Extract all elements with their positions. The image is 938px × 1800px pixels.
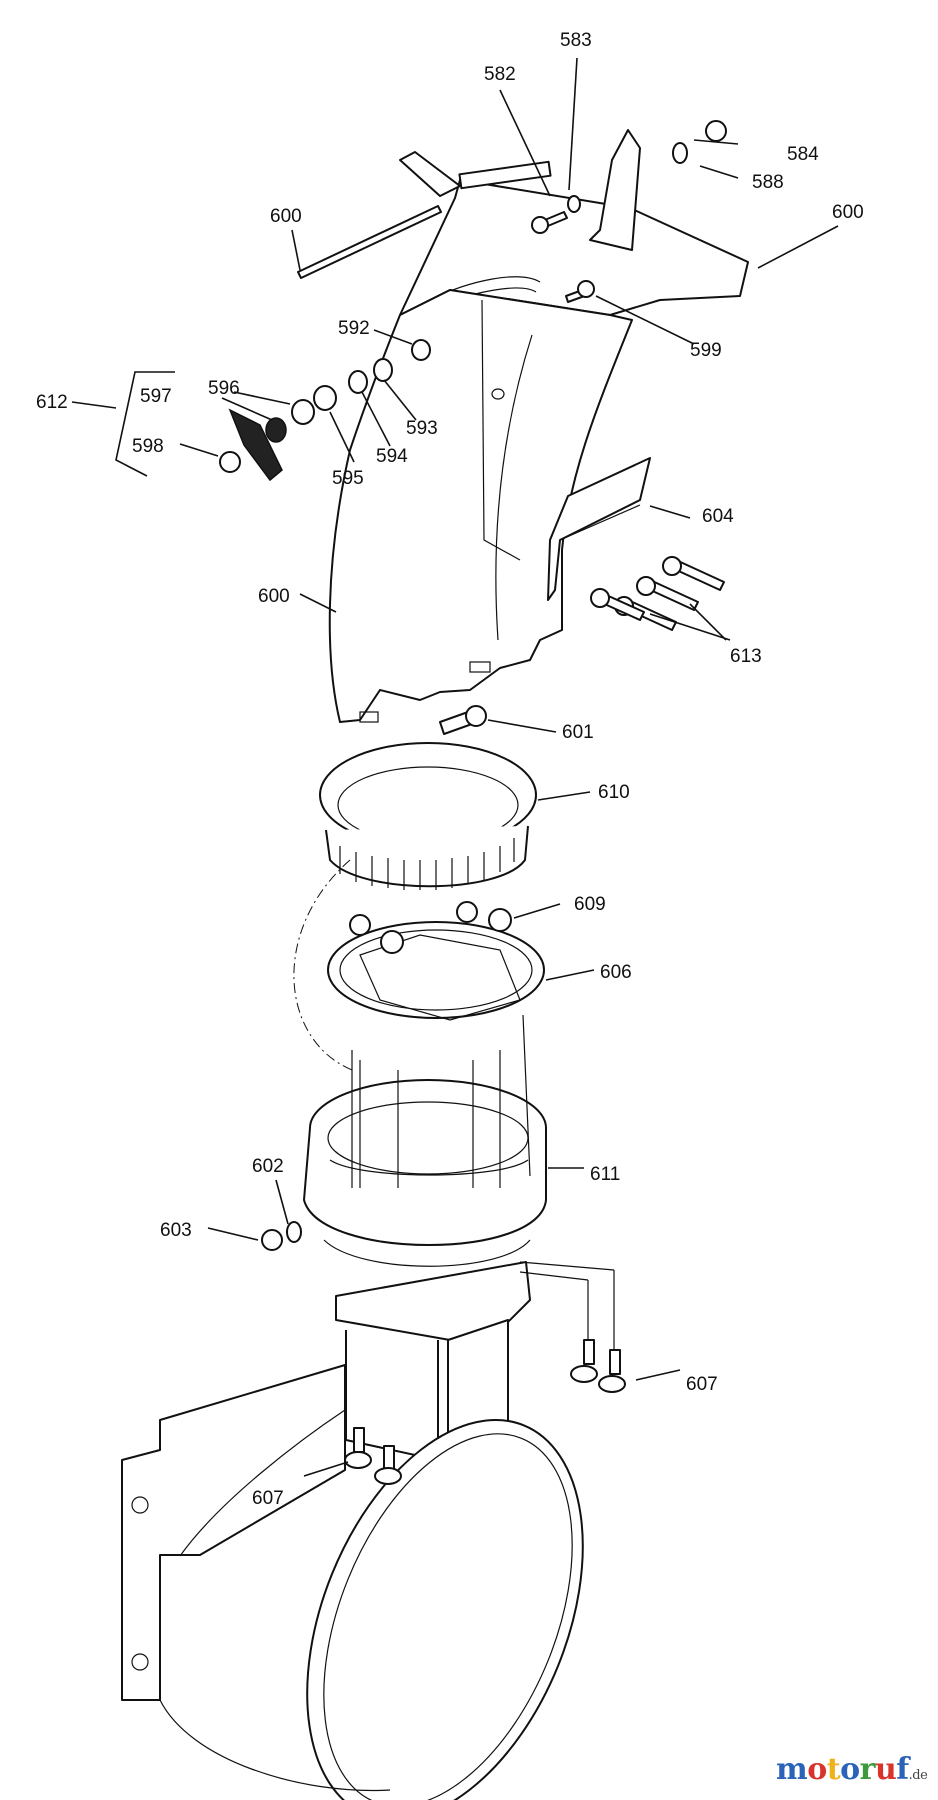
screws-607 <box>344 1261 626 1485</box>
label-592: 592 <box>338 318 370 339</box>
label-609: 609 <box>574 894 606 915</box>
label-601: 601 <box>562 722 594 743</box>
guide-lines <box>293 859 531 1188</box>
logo-letter: r <box>859 1752 876 1787</box>
label-600-top: 600 <box>270 206 302 227</box>
label-588: 588 <box>752 172 784 193</box>
logo-letter: t <box>826 1752 841 1787</box>
deflector-plate <box>547 457 651 601</box>
logo-wordmark: motoruf <box>776 1752 909 1787</box>
motoruf-logo: motoruf.de <box>776 1752 928 1787</box>
label-598: 598 <box>132 436 164 457</box>
label-600-mid: 600 <box>258 586 290 607</box>
label-597: 597 <box>140 386 172 407</box>
label-603: 603 <box>160 1220 192 1241</box>
nut-603 <box>261 1221 302 1251</box>
label-600-right: 600 <box>832 202 864 223</box>
logo-letter: o <box>807 1752 827 1787</box>
logo-letter: o <box>840 1752 860 1787</box>
label-607-right: 607 <box>686 1374 718 1395</box>
label-595: 595 <box>332 468 364 489</box>
pin <box>297 205 442 279</box>
label-584: 584 <box>787 144 819 165</box>
label-610: 610 <box>598 782 630 803</box>
part-labels: 583 582 584 588 600 600 599 592 593 594 … <box>36 30 864 1509</box>
collar-611 <box>303 1079 547 1267</box>
label-602: 602 <box>252 1156 284 1177</box>
label-583: 583 <box>560 30 592 51</box>
label-594: 594 <box>376 446 408 467</box>
label-606: 606 <box>600 962 632 983</box>
label-582: 582 <box>484 64 516 85</box>
label-596: 596 <box>208 378 240 399</box>
knob-hardware <box>219 339 431 482</box>
logo-letter: u <box>874 1752 897 1787</box>
label-604: 604 <box>702 506 734 527</box>
label-612: 612 <box>36 392 68 413</box>
chute-base <box>121 1261 584 1800</box>
logo-tld: .de <box>908 1768 928 1783</box>
bolt-599 <box>565 280 595 303</box>
label-613: 613 <box>730 646 762 667</box>
leader-lines <box>71 57 839 1477</box>
label-607-left: 607 <box>252 1488 284 1509</box>
label-599: 599 <box>690 340 722 361</box>
logo-letter: m <box>776 1752 808 1787</box>
chute-ring-610 <box>319 742 537 890</box>
bolt-601 <box>439 705 487 735</box>
label-593: 593 <box>406 418 438 439</box>
flange-606 <box>327 901 545 1021</box>
discharge-chute <box>328 289 633 723</box>
chute-deflector <box>399 129 749 316</box>
carriage-bolts <box>590 556 725 631</box>
bolt-582 <box>531 195 581 234</box>
nut-584 <box>672 120 727 164</box>
logo-letter: f <box>896 1752 909 1787</box>
label-611: 611 <box>590 1164 620 1185</box>
